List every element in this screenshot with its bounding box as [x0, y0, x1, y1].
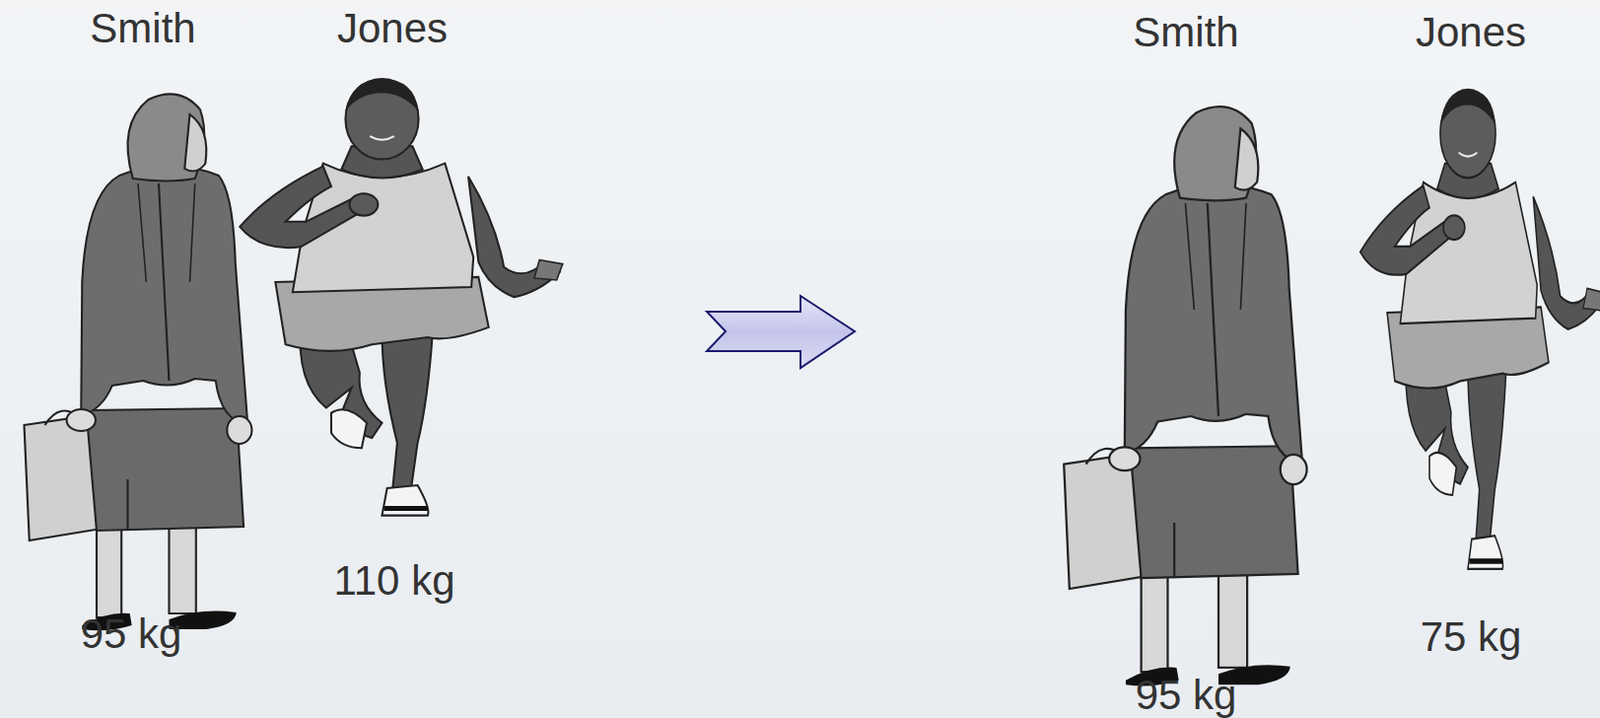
- smith-figure: [1063, 106, 1307, 686]
- weight-label: 95 kg: [1135, 674, 1238, 716]
- person-name: Smith: [89, 7, 196, 50]
- transition-arrow: [706, 295, 855, 368]
- person-name: Jones: [1415, 11, 1527, 54]
- weight-label: 110 kg: [334, 559, 456, 602]
- weight-label: 95 kg: [80, 613, 183, 655]
- weight-label: 75 kg: [1420, 616, 1523, 658]
- smith-figure: [24, 93, 253, 630]
- person-name: Smith: [1132, 11, 1239, 54]
- jones-figure: [239, 78, 563, 516]
- jones-figure: [1360, 89, 1600, 569]
- person-name: Jones: [337, 7, 448, 50]
